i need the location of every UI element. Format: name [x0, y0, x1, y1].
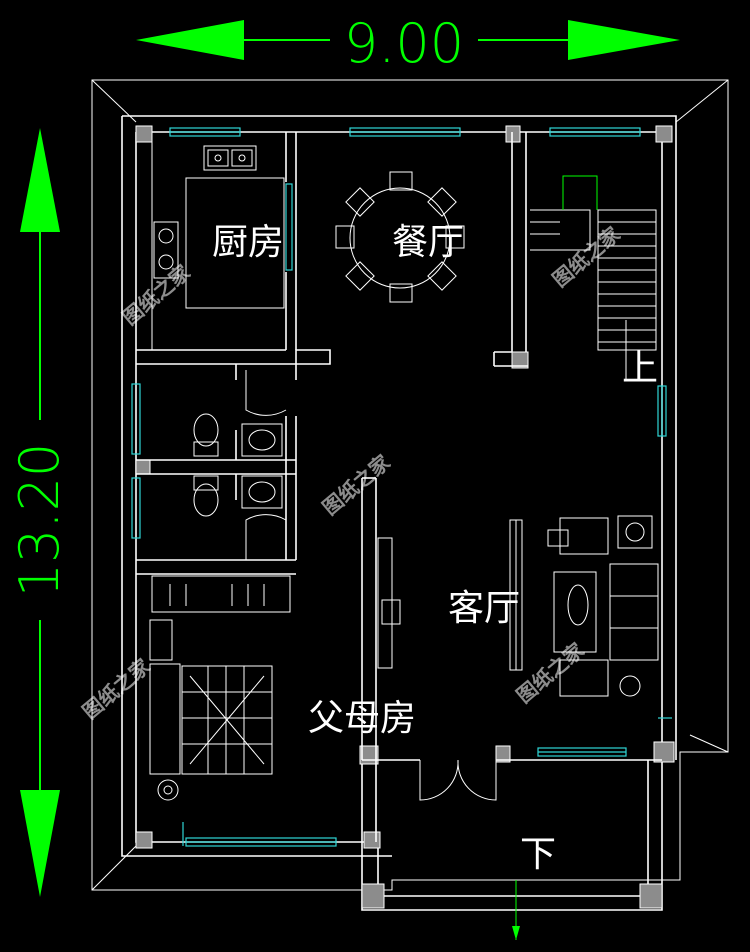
dimension-arrow-right [568, 20, 680, 60]
room-labels: 厨房 餐厅 客厅 父母房 上 下 [212, 222, 658, 875]
dining-label: 餐厅 [392, 222, 464, 263]
entry-arrow [512, 880, 520, 940]
top-dimension: 9.00 [136, 12, 680, 75]
width-dimension-label: 9.00 [344, 12, 464, 75]
bedroom-furniture [149, 575, 291, 801]
height-dimension-label: 13.20 [8, 443, 71, 598]
roof-outline [91, 79, 729, 891]
interior-walls [136, 132, 662, 842]
stair-up-label: 上 [622, 348, 658, 389]
kitchen-fixtures [151, 142, 285, 350]
windows [131, 127, 667, 847]
left-dimension: 13.20 [8, 128, 71, 897]
bathroom-fixtures [193, 413, 283, 517]
living-room-furniture [377, 515, 659, 697]
parents-room-label: 父母房 [308, 698, 416, 739]
dimension-arrow-up [20, 128, 60, 232]
dimension-arrow-left [136, 20, 244, 60]
dining-table [335, 171, 465, 303]
staircase [530, 175, 657, 381]
living-room-label: 客厅 [448, 588, 520, 629]
doors [182, 370, 672, 846]
kitchen-label: 厨房 [212, 222, 284, 263]
down-label: 下 [520, 834, 556, 875]
dimension-arrow-down [20, 790, 60, 897]
